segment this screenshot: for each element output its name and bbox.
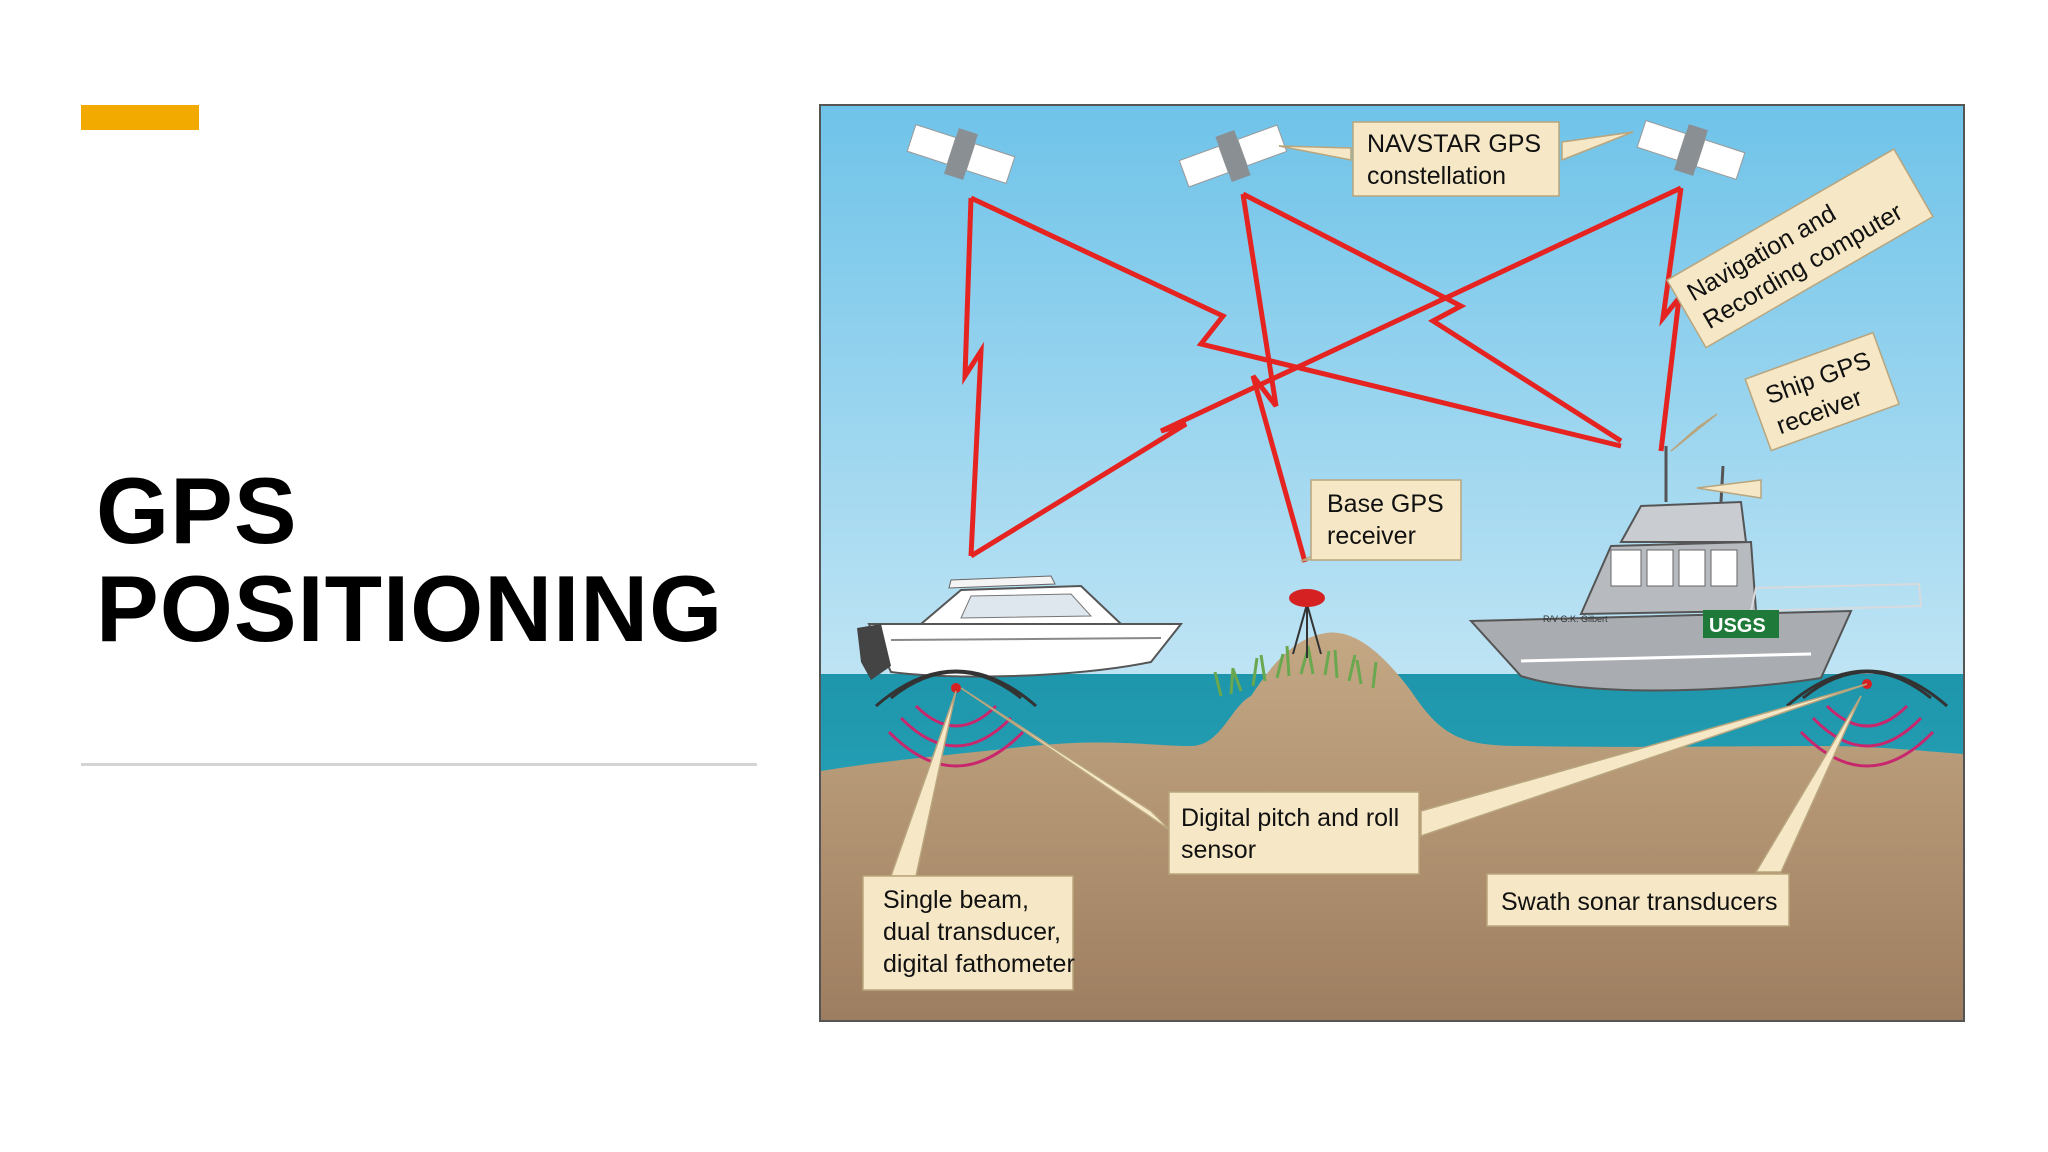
- base-gps-label-line1: Base GPS: [1327, 490, 1444, 518]
- gps-diagram-svg: NAVSTAR GPS constellation Navigation and…: [821, 106, 1963, 1020]
- pitch-roll-label-line1: Digital pitch and roll: [1181, 804, 1399, 832]
- callout-swath: Swath sonar transducers: [1486, 873, 1790, 927]
- ship-name: R/V G.K. Gilbert: [1543, 614, 1608, 624]
- title-divider: [81, 763, 757, 766]
- single-beam-label-line2: dual transducer,: [883, 918, 1061, 946]
- base-gps-receiver: [1289, 589, 1325, 658]
- satellite-right: [1636, 119, 1746, 181]
- usgs-logo: USGS: [1709, 615, 1766, 637]
- swath-label: Swath sonar transducers: [1501, 888, 1778, 916]
- small-boat: [857, 575, 1184, 693]
- sonar-arcs-left: [875, 669, 1037, 768]
- single-beam-label-line3: digital fathometer: [883, 950, 1075, 978]
- navstar-label-line1: NAVSTAR GPS: [1367, 130, 1541, 158]
- satellite-center: [1178, 124, 1288, 188]
- callout-navstar: NAVSTAR GPS constellation: [1352, 121, 1560, 197]
- single-beam-label-line1: Single beam,: [883, 886, 1029, 914]
- usgs-ship: [1468, 446, 1923, 692]
- title-line-2: POSITIONING: [96, 556, 724, 661]
- slide-title: GPS POSITIONING: [96, 462, 796, 658]
- navstar-label-line2: constellation: [1367, 162, 1506, 190]
- callout-pitch-roll: Digital pitch and roll sensor: [1168, 791, 1420, 875]
- callout-single-beam: Single beam, dual transducer, digital fa…: [862, 875, 1075, 991]
- accent-bar: [81, 105, 199, 130]
- sonar-arcs-right: [1786, 669, 1948, 768]
- gps-diagram: NAVSTAR GPS constellation Navigation and…: [819, 104, 1965, 1022]
- island-grass: [1213, 645, 1378, 697]
- gps-signals: [962, 185, 1684, 563]
- title-line-1: GPS: [96, 458, 298, 563]
- callout-base-gps: Base GPS receiver: [1310, 479, 1462, 561]
- satellite-left: [906, 123, 1016, 185]
- pitch-roll-label-line2: sensor: [1181, 836, 1256, 864]
- base-gps-label-line2: receiver: [1327, 522, 1416, 550]
